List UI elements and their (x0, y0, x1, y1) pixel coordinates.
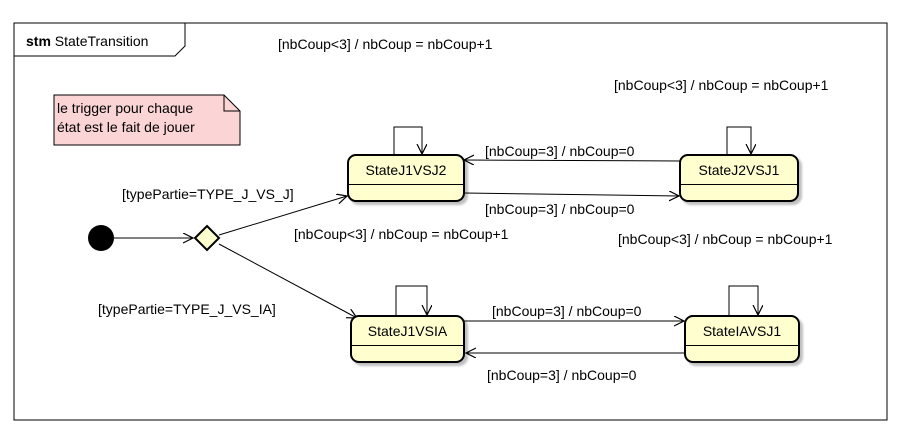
decision-node (193, 224, 221, 252)
frame-keyword: stm (26, 33, 51, 49)
label-self-j2vsj1: [nbCoup<3] / nbCoup = nbCoup+1 (614, 77, 829, 93)
frame-name: StateTransition (54, 33, 149, 49)
state-name: StateJ1VSJ2 (365, 162, 447, 178)
label-j1vsia-to-iavsj1: [nbCoup=3] / nbCoup=0 (492, 303, 642, 319)
note-text: le trigger pour chaque état est le fait … (57, 100, 195, 135)
label-self-iavsj1: [nbCoup<3] / nbCoup = nbCoup+1 (618, 231, 833, 247)
self-loop-j1vsj2 (393, 126, 422, 154)
state-divider (349, 184, 463, 185)
state-j1vsia[interactable]: StateJ1VSIA (350, 315, 465, 363)
state-j2vsj1[interactable]: StateJ2VSJ1 (679, 154, 799, 202)
label-iavsj1-to-j1vsia: [nbCoup=3] / nbCoup=0 (487, 367, 637, 383)
frame-title: stm StateTransition (15, 23, 185, 56)
self-loop-j1vsia (395, 285, 427, 315)
transition-to-j1vsia (218, 243, 357, 318)
note-shape (53, 94, 241, 146)
transition-j1vsj2-to-j2vsj1 (463, 193, 679, 196)
self-loop-iavsj1 (728, 285, 758, 315)
frame-title-tab (14, 23, 186, 57)
initial-node (88, 225, 114, 251)
note-fold (223, 95, 240, 112)
transition-to-j1vsj2 (218, 196, 347, 236)
state-name: StateIAVSJ1 (702, 323, 782, 339)
label-j2vsj1-to-j1vsj2: [nbCoup=3] / nbCoup=0 (485, 143, 635, 159)
state-divider (352, 345, 463, 346)
transition-j2vsj1-to-j1vsj2 (464, 160, 682, 161)
state-divider (686, 345, 798, 346)
label-guard-j-vs-j: [typePartie=TYPE_J_VS_J] (122, 186, 294, 202)
state-j1vsj2[interactable]: StateJ1VSJ2 (347, 154, 465, 202)
frame-border (13, 22, 888, 421)
label-self-j1vsia: [nbCoup<3] / nbCoup = nbCoup+1 (294, 226, 509, 242)
state-name: StateJ2VSJ1 (698, 162, 780, 178)
label-self-j1vsj2: [nbCoup<3] / nbCoup = nbCoup+1 (278, 36, 493, 52)
self-loop-j2vsj1 (726, 126, 751, 154)
state-divider (681, 184, 797, 185)
state-name: StateJ1VSIA (367, 323, 448, 339)
label-guard-j-vs-ia: [typePartie=TYPE_J_VS_IA] (98, 301, 276, 317)
state-iavsj1[interactable]: StateIAVSJ1 (684, 315, 800, 363)
label-j1vsj2-to-j2vsj1: [nbCoup=3] / nbCoup=0 (485, 201, 635, 217)
